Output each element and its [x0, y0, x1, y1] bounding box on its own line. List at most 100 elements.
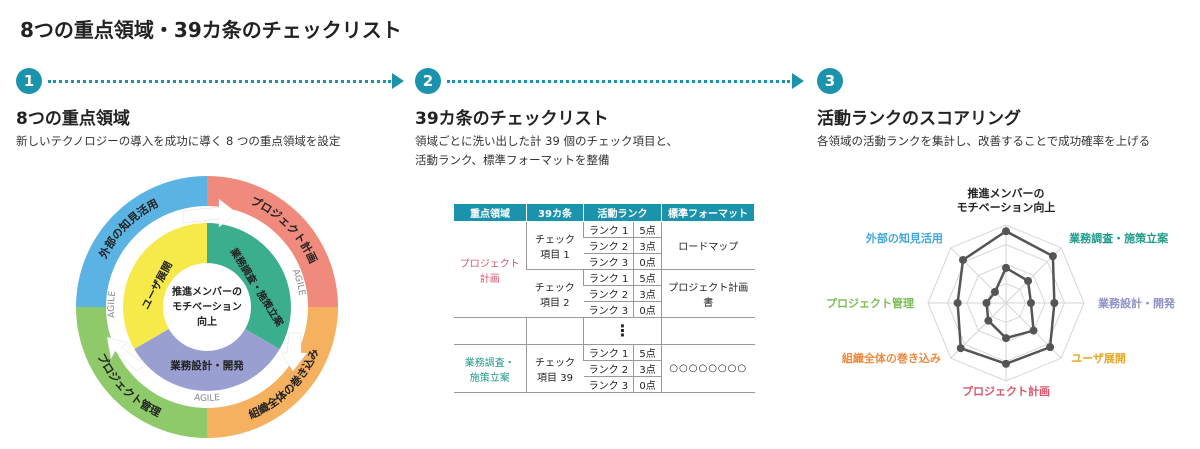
step-3-desc: 各領域の活動ランクを集計し、改善することで成功確率を上げる [817, 134, 1151, 148]
rank-cell: ランク 3 [583, 253, 634, 270]
score-cell: 5点 [633, 221, 662, 238]
step-1-title: 8つの重点領域 [16, 109, 130, 129]
radar-point [990, 287, 999, 296]
table-row: 業務調査・施策立案 チェック項目 39 ランク 1 5点 ○○○○○○○○ [453, 344, 755, 393]
radar-point [1002, 227, 1010, 236]
table-row: ランク 3 0点 [454, 253, 755, 270]
score-cell: 0点 [633, 376, 662, 393]
radar-axis-label-line: プロジェクト計画 [962, 384, 1050, 398]
step-2-desc-line-1: 領域ごとに洗い出した計 39 個のチェック項目と、 [415, 134, 678, 148]
table-row: ランク 2 3点 [454, 360, 755, 377]
rank-cell: ランク 3 [583, 301, 634, 318]
rank-cell: ランク 2 [583, 285, 634, 302]
activity-rank-radar: 推進メンバーのモチベーション向上業務調査・施策立案業務設計・開発ユーザ展開プロジ… [826, 186, 1176, 398]
table-row: ランク 2 3点 [454, 237, 755, 254]
agile-label-left: AGILE [107, 290, 118, 318]
header-focus-area: 重点領域 [453, 203, 527, 222]
step-connector-1 [48, 80, 391, 83]
label-business-design: 業務設計・開発 [169, 359, 244, 372]
table-row: チェック項目 2 ランク 1 5点 プロジェクト計画書 [454, 269, 755, 318]
step-2-title: 39カ条のチェックリスト [415, 109, 609, 129]
header-activity-rank: 活動ランク [583, 203, 662, 222]
radar-axis-label-line: 推進メンバーの [968, 186, 1045, 200]
radar-axis-label: 組織全体の巻き込み [842, 351, 941, 365]
wheel-center [163, 263, 251, 351]
step-2-number: 2 [415, 68, 441, 94]
step-1-number: 1 [16, 68, 42, 94]
table-row: ランク 3 0点 [454, 301, 755, 318]
radar-point [1026, 299, 1035, 307]
rank-cell: ランク 3 [583, 376, 634, 393]
step-connector-2 [447, 80, 790, 83]
center-line-1: 推進メンバーの [172, 285, 242, 298]
rank-cell: ランク 1 [582, 344, 634, 361]
score-cell: 3点 [633, 360, 662, 377]
focus-area-wheel: 外部の知見活用 プロジェクト計画 組織全体の巻き込み プロジェクト管理 AGIL… [76, 176, 338, 438]
agile-label-bottom: AGILE [194, 393, 221, 404]
table-row: ランク 2 3点 [454, 285, 755, 302]
cycle-arrow-icon [182, 198, 238, 228]
arrow-right-icon [392, 73, 404, 89]
step-3-title: 活動ランクのスコアリング [817, 109, 1021, 129]
score-cell: 5点 [633, 344, 662, 361]
area-cell: プロジェクト計画 [453, 221, 527, 318]
rank-cell: ランク 1 [582, 269, 634, 286]
radar-point [1029, 326, 1038, 335]
header-checklist: 39カ条 [526, 203, 584, 222]
radar-axis-label: 外部の知見活用 [865, 231, 943, 245]
format-cell: ○○○○○○○○ [660, 344, 755, 393]
arrow-right-icon [792, 73, 804, 89]
radar-axis-label-line: モチベーション向上 [957, 200, 1056, 214]
score-cell: 3点 [633, 285, 662, 302]
radar-point [1002, 263, 1010, 272]
item-cell: チェック項目 2 [526, 269, 584, 318]
score-cell: 5点 [633, 269, 662, 286]
radar-axis-label-line: 業務設計・開発 [1097, 296, 1176, 310]
area-cell: 業務調査・施策立案 [453, 344, 527, 393]
radar-axis-label-line: 外部の知見活用 [865, 231, 943, 245]
center-line-2: モチベーション [172, 301, 242, 313]
radar-axis-label-line: 業務調査・施策立案 [1068, 231, 1169, 245]
score-cell: 3点 [633, 237, 662, 254]
radar-point [1048, 252, 1057, 261]
item-cell: チェック項目 1 [526, 221, 584, 270]
cycle-arrow-icon [280, 332, 308, 372]
step-2-desc-line-2: 活動ランク、標準フォーマットを整備 [415, 153, 610, 167]
step-3-number: 3 [817, 68, 843, 94]
radar-point [984, 316, 993, 325]
radar-axis-label-line: 組織全体の巻き込み [842, 351, 941, 365]
radar-point [1050, 299, 1059, 307]
score-cell: 0点 [633, 253, 662, 270]
radar-axis-label-line: ユーザ展開 [1071, 352, 1126, 365]
radar-point [1002, 359, 1010, 368]
radar-axis-label: 業務調査・施策立案 [1068, 231, 1169, 245]
radar-axis-label: 業務設計・開発 [1097, 296, 1176, 310]
table-row: ランク 3 0点 [454, 376, 755, 393]
cycle-arrow-icon [106, 336, 146, 372]
format-cell: プロジェクト計画書 [660, 269, 755, 318]
radar-point [958, 255, 967, 264]
radar-axis-label-line: プロジェクト管理 [826, 296, 914, 310]
radar-point [982, 299, 991, 307]
table-header-row: 重点領域 39カ条 活動ランク 標準フォーマット [453, 203, 756, 222]
radar-point [953, 299, 962, 307]
table-row: プロジェクト計画 チェック項目 1 ランク 1 5点 ロードマップ [453, 221, 755, 318]
radar-point [1002, 334, 1010, 343]
rank-cell: ランク 2 [583, 237, 634, 254]
table-row-ellipsis: ⋮ [453, 317, 755, 345]
ellipsis: ⋮ [583, 317, 662, 345]
score-cell: 0点 [633, 301, 662, 318]
format-cell: ロードマップ [660, 221, 755, 270]
page-title: 8つの重点領域・39カ条のチェックリスト [20, 18, 402, 42]
radar-axis-label: ユーザ展開 [1071, 352, 1126, 365]
radar-axis-label: 推進メンバーのモチベーション向上 [957, 186, 1056, 214]
item-cell: チェック項目 39 [526, 344, 584, 393]
center-line-3: 向上 [197, 315, 217, 328]
radar-point [1046, 343, 1055, 352]
rank-cell: ランク 1 [582, 221, 634, 238]
header-standard-format: 標準フォーマット [660, 203, 756, 222]
radar-axis-label: プロジェクト管理 [826, 296, 914, 310]
rank-cell: ランク 2 [583, 360, 634, 377]
radar-point [1024, 276, 1033, 285]
step-1-desc: 新しいテクノロジーの導入を成功に導く 8 つの重点領域を設定 [16, 134, 341, 148]
